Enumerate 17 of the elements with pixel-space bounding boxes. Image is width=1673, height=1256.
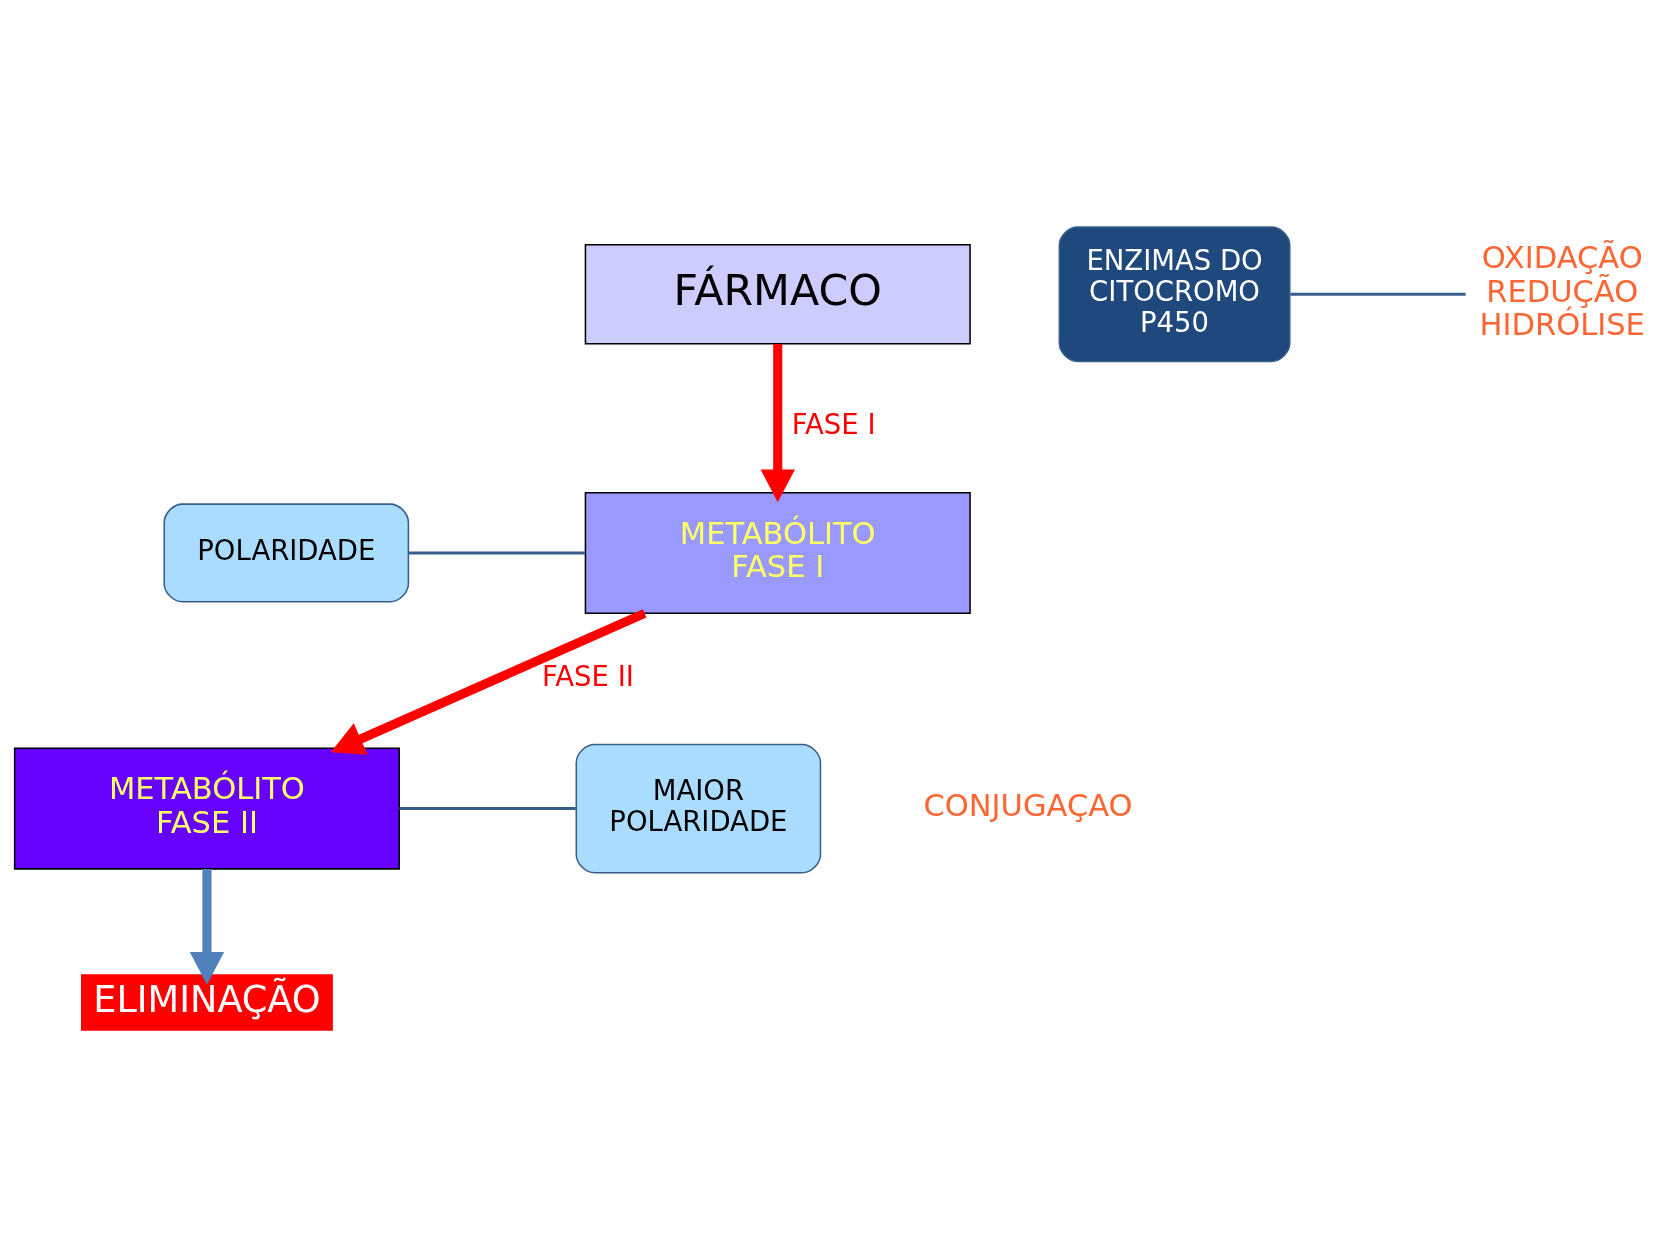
node-box: POLARIDADE <box>163 502 410 603</box>
label: CONJUGAÇAO <box>923 787 1133 823</box>
arrow <box>760 343 795 502</box>
edge-label: FASE I <box>791 408 876 440</box>
arrow <box>189 868 225 985</box>
node-box: ENZIMAS DO CITOCROMO P450 <box>1058 225 1291 362</box>
node-box: FÁRMACO <box>584 243 971 345</box>
node-box: ELIMINAÇÃO <box>81 973 333 1031</box>
node-text: OXIDAÇÃO REDUÇÃO HIDRÓLISE <box>1479 239 1645 342</box>
connector <box>1290 292 1466 296</box>
node-box: METABÓLITO FASE I <box>584 491 971 614</box>
node-box: MAIOR POLARIDADE <box>575 743 822 873</box>
edge-label: FASE II <box>542 660 634 692</box>
connector <box>399 806 576 810</box>
connector <box>408 550 586 554</box>
node-box: METABÓLITO FASE II <box>13 747 400 870</box>
arrow <box>330 608 647 755</box>
